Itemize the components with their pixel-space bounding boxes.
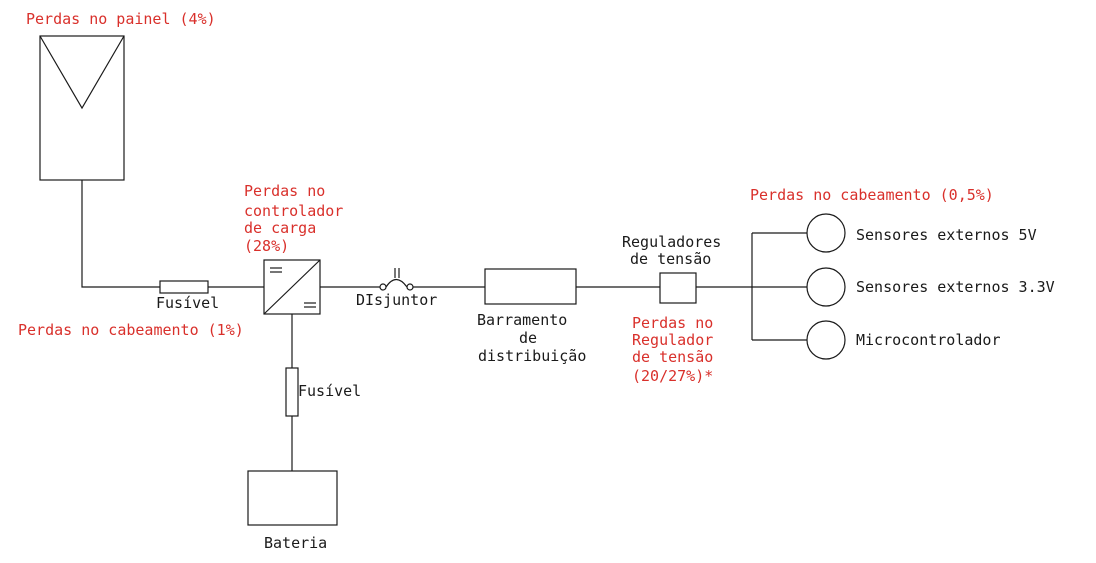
- dc-dc-converter-icon: [263, 259, 321, 315]
- fuse-icon: [159, 280, 209, 294]
- load-circle-icon: [806, 320, 846, 360]
- svg-text:Perdas no: Perdas no: [244, 182, 325, 200]
- svg-text:de tensão: de tensão: [632, 348, 713, 366]
- svg-text:Perdas no: Perdas no: [632, 314, 713, 332]
- battery-label: Bateria: [264, 534, 327, 552]
- voltage-regulator: [659, 272, 697, 304]
- regulator-loss-label: Perdas no Regulador de tensão (20/27%)*: [632, 314, 713, 385]
- fuse-icon: [285, 367, 299, 417]
- fuse-2-label: Fusível: [298, 382, 361, 400]
- controller-loss-label: Perdas no controlador de carga (28%): [244, 182, 343, 255]
- svg-text:de: de: [519, 329, 537, 347]
- breaker-label: DIsjuntor: [356, 291, 437, 309]
- solar-panel-icon: [39, 35, 125, 181]
- svg-text:(20/27%)*: (20/27%)*: [632, 367, 713, 385]
- bus-label: Barramento de distribuição: [477, 311, 586, 365]
- svg-text:(28%): (28%): [244, 237, 289, 255]
- svg-text:distribuição: distribuição: [478, 347, 586, 365]
- svg-text:controlador: controlador: [244, 202, 343, 220]
- svg-text:de carga: de carga: [244, 219, 316, 237]
- regulators-label: Reguladores de tensão: [622, 233, 721, 268]
- svg-text:Reguladores: Reguladores: [622, 233, 721, 251]
- microcontroller-label: Microcontrolador: [856, 331, 1001, 349]
- wiring-loss-2-label: Perdas no cabeamento (0,5%): [750, 186, 994, 204]
- load-circle-icon: [806, 267, 846, 307]
- sensors-5v-label: Sensores externos 5V: [856, 226, 1037, 244]
- wiring-loss-1-label: Perdas no cabeamento (1%): [18, 321, 244, 339]
- distribution-bus: [484, 268, 577, 305]
- fuse-1-label: Fusível: [156, 294, 219, 312]
- svg-text:de tensão: de tensão: [630, 250, 711, 268]
- panel-loss-label: Perdas no painel (4%): [26, 10, 216, 28]
- sensors-3v3-label: Sensores externos 3.3V: [856, 278, 1055, 296]
- load-circle-icon: [806, 213, 846, 253]
- svg-text:Regulador: Regulador: [632, 331, 713, 349]
- battery: [247, 470, 338, 526]
- wire-panel-controller: [81, 180, 264, 288]
- svg-text:Barramento: Barramento: [477, 311, 567, 329]
- circuit-breaker-icon: [379, 268, 414, 291]
